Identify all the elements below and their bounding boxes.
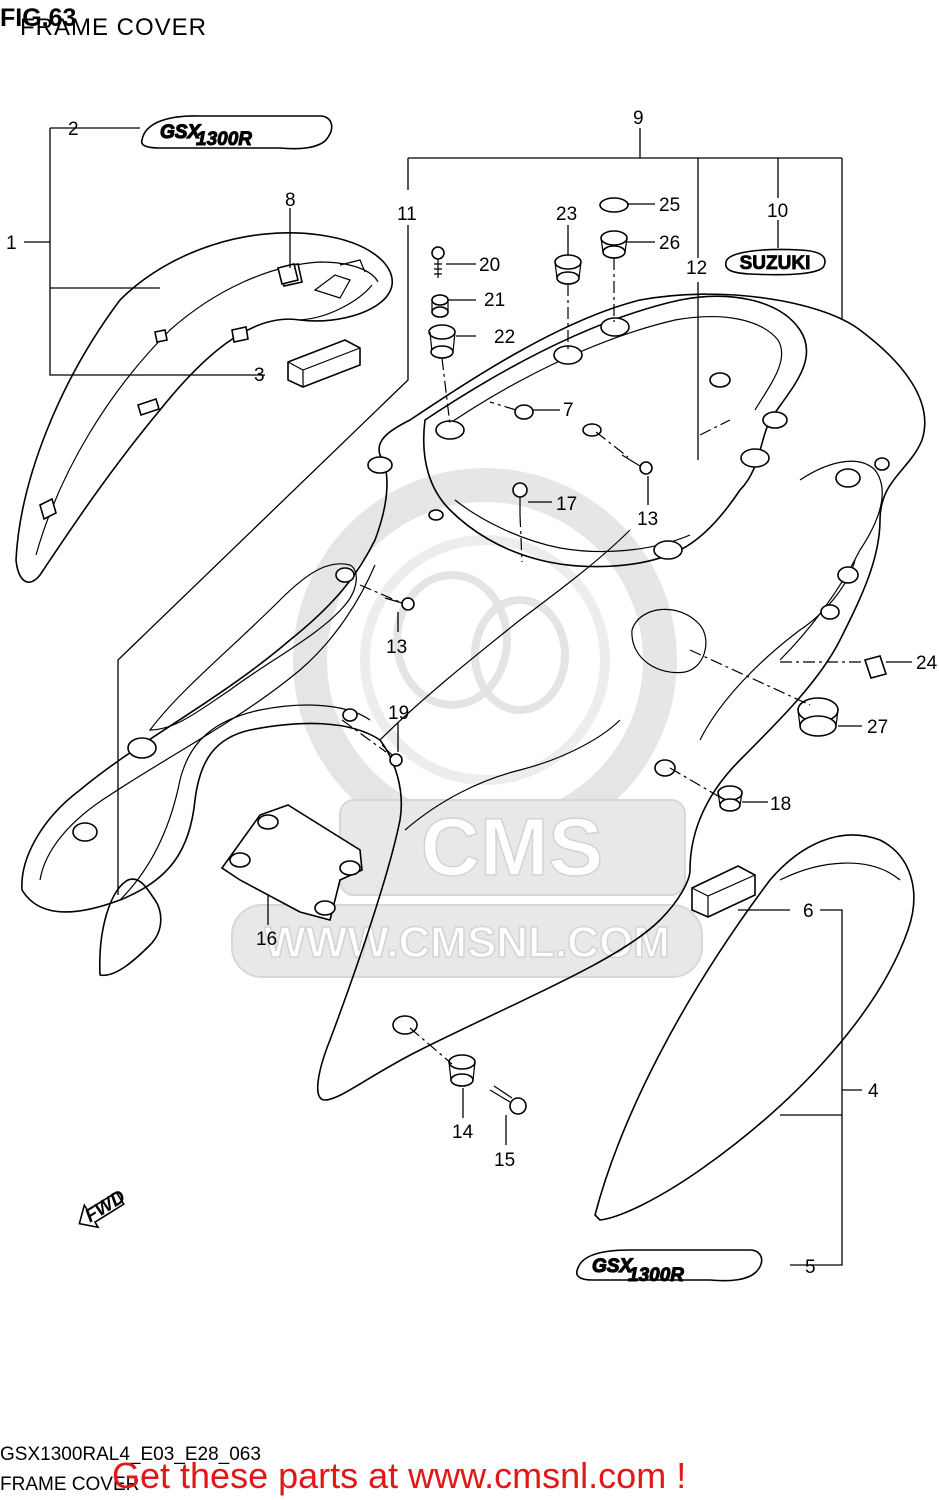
watermark: CMS WWW.CMSNL.COM [231,468,703,978]
callout-11: 11 [397,204,417,225]
part-2-decal: GSX 1300R [140,115,333,151]
assembly-lines [341,258,862,1065]
hardware [277,197,888,1115]
callout-26: 26 [659,233,680,254]
promo-link[interactable]: Get these parts at www.cmsnl.com ! [112,1455,687,1496]
part-3-pad [287,339,361,388]
decal-gsx-text-top: GSX [160,122,201,143]
part-4-side-cover [594,834,915,1221]
callout-4: 4 [868,1081,879,1102]
callout-3: 3 [254,365,265,386]
fwd-label: FWD [81,1186,129,1227]
callout-13-lower: 13 [386,637,407,658]
figure-subtitle: FRAME COVER [20,14,208,41]
callout-16: 16 [256,929,277,950]
footer-model-code: GSX1300RAL4_E03_E28_063 [0,1444,261,1465]
callout-22: 22 [494,327,515,348]
callout-13-upper: 13 [637,509,658,530]
callout-17: 17 [556,494,577,515]
decal-gsx-text-bottom: GSX [592,1256,633,1277]
callout-23: 23 [556,204,577,225]
callout-27: 27 [867,717,888,738]
callout-6: 6 [803,901,814,922]
part-10-suzuki-emblem: SUZUKI [724,248,826,276]
figure-number: FIG.63 [0,4,77,32]
callout-19: 19 [388,703,409,724]
lower-flap [98,878,162,976]
part-6-pad [691,865,756,918]
callout-8: 8 [285,190,296,211]
callout-15: 15 [494,1150,515,1171]
callout-9: 9 [633,108,644,129]
callout-7: 7 [563,400,574,421]
suzuki-emblem-text: SUZUKI [740,253,811,274]
watermark-logo-text: CMS [421,802,603,893]
part-1-front-cover [15,232,393,583]
part-5-decal: GSX 1300R [576,1249,763,1287]
part-16-bracket [220,804,363,921]
watermark-url: WWW.CMSNL.COM [264,918,670,967]
callout-5: 5 [805,1257,816,1278]
callout-12: 12 [686,258,707,279]
callout-25: 25 [659,195,680,216]
callout-20: 20 [479,255,500,276]
decal-1300r-text-bottom: 1300R [628,1265,684,1286]
callout-2: 2 [68,119,79,140]
callout-18: 18 [770,794,791,815]
callout-10: 10 [767,201,788,222]
forward-direction-arrow: FWD [78,1186,130,1229]
callout-24: 24 [916,653,938,674]
decal-1300r-text-top: 1300R [196,129,252,150]
callout-21: 21 [484,290,505,311]
footer-section-name: FRAME COVER [0,1474,140,1495]
callout-1: 1 [6,233,17,254]
callout-14: 14 [452,1122,474,1143]
leader-lines [24,127,912,1266]
callout-numbers: 1 2 3 4 5 6 7 8 9 10 11 12 13 13 14 15 1… [6,108,938,1278]
